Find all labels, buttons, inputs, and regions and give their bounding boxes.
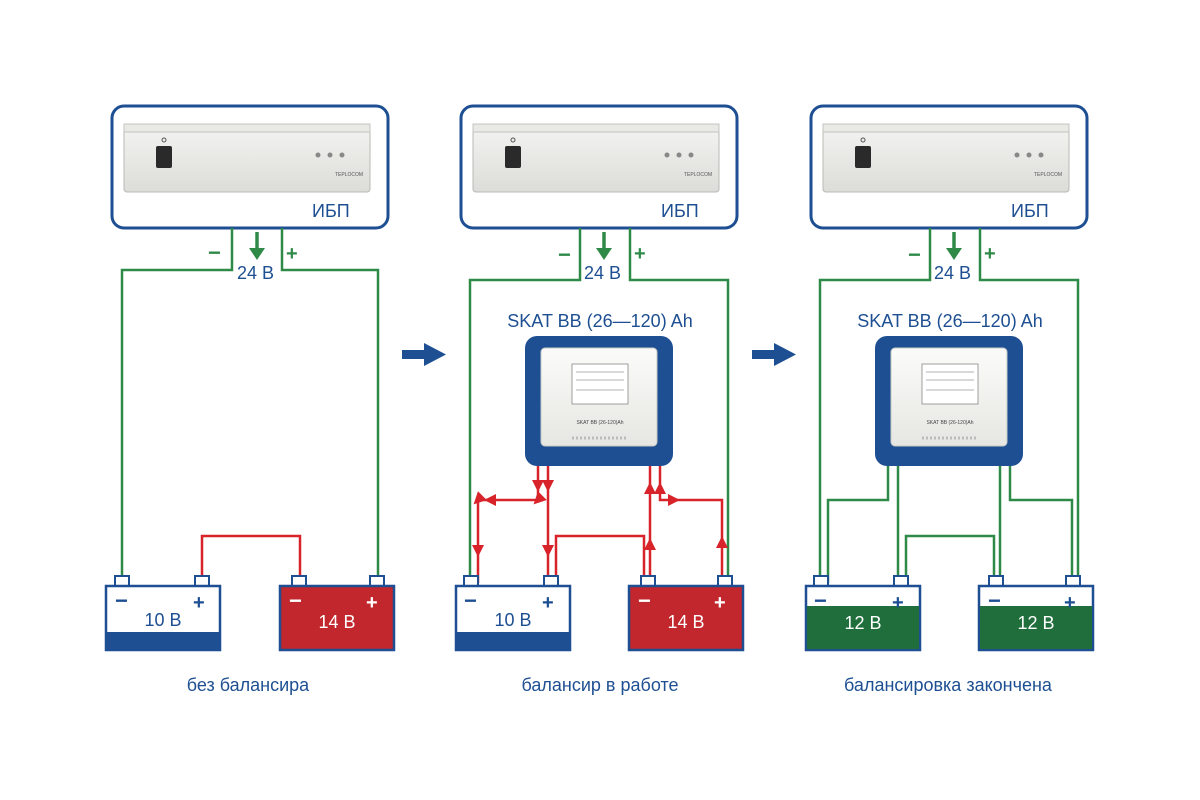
power-switch-icon: [505, 146, 521, 168]
battery-voltage: 14 В: [318, 612, 355, 632]
plus-sign: +: [286, 243, 298, 265]
battery-right: − + 14 В: [627, 575, 745, 652]
power-switch-icon: [855, 146, 871, 168]
plus-sign: +: [984, 243, 996, 265]
panel-3: TEPLOCOM ИБП − + 24 В SKAT BB (26—120) A…: [804, 104, 1095, 695]
ups-device-image: TEPLOCOM: [123, 123, 371, 193]
plus-sign: +: [634, 243, 646, 265]
panel-caption: балансировка закончена: [844, 675, 1053, 695]
minus-sign: −: [908, 242, 921, 267]
ups-model-text: TEPLOCOM: [684, 172, 712, 178]
wire-negative: [818, 228, 932, 583]
ups-label: ИБП: [1011, 201, 1049, 221]
balancer-device-label: SKAT BB (26-120)Ah: [926, 420, 973, 426]
ups-label: ИБП: [661, 201, 699, 221]
arrow-down-icon: [946, 232, 962, 260]
panel-1: TEPLOCOM ИБП − + 24 В − + 10 В: [104, 104, 396, 695]
wire-positive: [628, 228, 730, 583]
ups-device-image: TEPLOCOM: [472, 123, 720, 193]
balancer-device: SKAT BB (26-120)Ah: [875, 336, 1023, 466]
red-arrows-right: [644, 482, 728, 550]
battery-left: − + 10 В: [454, 575, 572, 652]
balancer-device: SKAT BB (26-120)Ah: [525, 336, 673, 466]
wire-negative: [468, 228, 582, 583]
arrow-down-icon: [596, 232, 612, 260]
panel-caption: балансир в работе: [522, 675, 679, 695]
minus-sign: −: [558, 242, 571, 267]
balancer-title: SKAT BB (26—120) Ah: [507, 311, 692, 331]
battery-right: − + 14 В: [278, 575, 396, 652]
battery-right: − + 12 В: [977, 575, 1095, 652]
battery-voltage: 12 В: [844, 613, 881, 633]
battery-minus: −: [814, 588, 827, 613]
battery-voltage: 12 В: [1017, 613, 1054, 633]
red-arrows-left: [472, 480, 554, 557]
panel-caption: без балансира: [187, 675, 310, 695]
arrow-down-icon: [249, 232, 265, 260]
series-link: [200, 534, 302, 583]
wire-positive: [280, 228, 380, 583]
battery-voltage: 10 В: [494, 610, 531, 630]
battery-left: − + 10 В: [104, 575, 222, 652]
battery-plus: +: [714, 592, 726, 614]
ups-model-text: TEPLOCOM: [1034, 172, 1062, 178]
battery-voltage: 10 В: [144, 610, 181, 630]
battery-minus: −: [464, 588, 477, 613]
ups-device-image: TEPLOCOM: [822, 123, 1070, 193]
balancing-wires: [826, 466, 1074, 583]
battery-minus: −: [638, 588, 651, 613]
battery-plus: +: [366, 592, 378, 614]
arrow-right-icon: [402, 343, 446, 366]
battery-left: − + 12 В: [804, 575, 922, 652]
battery-minus: −: [115, 588, 128, 613]
battery-minus: −: [988, 588, 1001, 613]
power-switch-icon: [156, 146, 172, 168]
balancer-device-label: SKAT BB (26-120)Ah: [576, 420, 623, 426]
wire-positive: [978, 228, 1080, 583]
battery-plus: +: [1064, 592, 1076, 614]
wire-negative: [120, 228, 234, 583]
voltage-label: 24 В: [934, 263, 971, 283]
ups-label: ИБП: [312, 201, 350, 221]
voltage-label: 24 В: [237, 263, 274, 283]
voltage-label: 24 В: [584, 263, 621, 283]
ups-model-text: TEPLOCOM: [335, 172, 363, 178]
balancer-title: SKAT BB (26—120) Ah: [857, 311, 1042, 331]
arrow-right-icon: [752, 343, 796, 366]
battery-plus: +: [542, 592, 554, 614]
battery-plus: +: [193, 592, 205, 614]
battery-plus: +: [892, 592, 904, 614]
battery-voltage: 14 В: [667, 612, 704, 632]
battery-minus: −: [289, 588, 302, 613]
minus-sign: −: [208, 240, 221, 265]
panel-2: TEPLOCOM ИБП − + 24 В SKAT BB (26—120) A…: [454, 104, 745, 695]
balancing-wires-right: [554, 466, 724, 583]
